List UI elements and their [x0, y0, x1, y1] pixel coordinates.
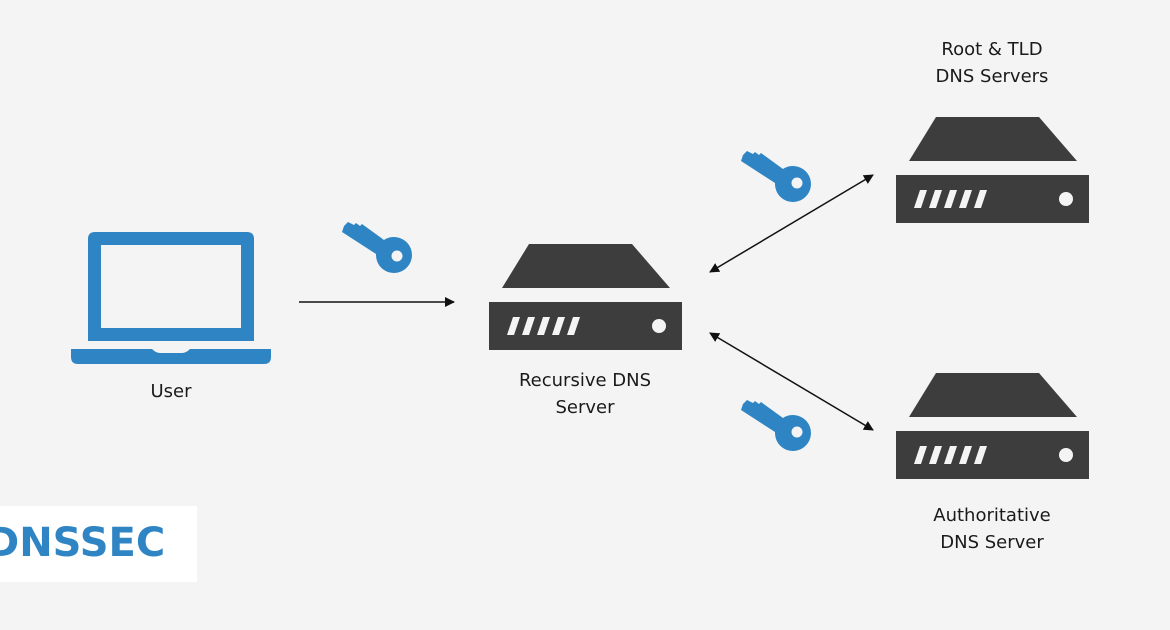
authoritative-label-line2: DNS Server: [940, 532, 1044, 553]
server-icon-authoritative: [896, 373, 1089, 479]
arrow-recursive-authoritative: [709, 332, 874, 431]
recursive-label-line2: Server: [555, 397, 615, 418]
user-label-text: User: [150, 381, 192, 402]
recursive-label-line1: Recursive DNS: [518, 370, 652, 391]
logo-box: DNSSEC: [0, 506, 197, 582]
root-tld-label: Root & TLD DNS Servers: [862, 36, 1122, 90]
key-icon-root-link: [741, 151, 811, 202]
logo-title: DNSSEC: [0, 520, 166, 566]
server-icon-recursive: [489, 244, 682, 350]
arrow-recursive-root-tld: [709, 174, 874, 273]
key-icon-user-link: [342, 222, 412, 273]
user-label: User: [41, 378, 301, 405]
root-tld-label-line2: DNS Servers: [935, 66, 1049, 87]
server-icon-root-tld: [896, 117, 1089, 223]
authoritative-label: Authoritative DNS Server: [862, 502, 1122, 556]
key-icon-authoritative-link: [741, 400, 811, 451]
laptop-icon: [71, 232, 271, 364]
root-tld-label-line1: Root & TLD: [941, 39, 1043, 60]
recursive-label: Recursive DNS Server: [455, 367, 715, 421]
authoritative-label-line1: Authoritative: [933, 505, 1051, 526]
